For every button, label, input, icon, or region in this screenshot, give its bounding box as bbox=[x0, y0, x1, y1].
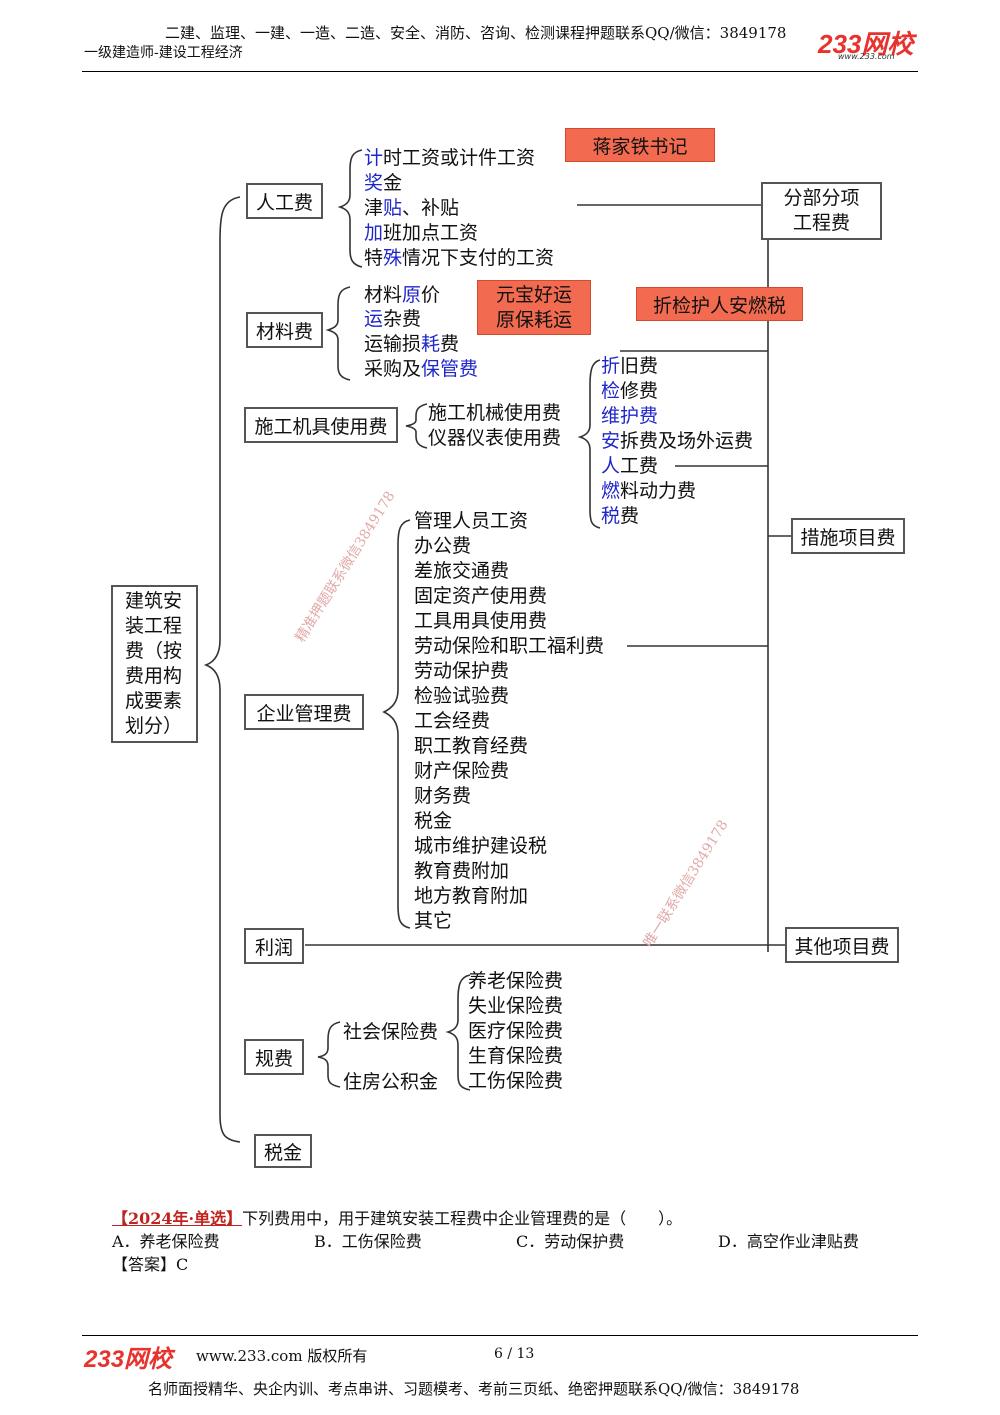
material-item: 运输损耗费 bbox=[364, 333, 460, 355]
category-tax: 税金 bbox=[254, 1134, 312, 1168]
category-material: 材料费 bbox=[246, 312, 323, 348]
machine-sub-item: 安拆费及场外运费 bbox=[601, 430, 754, 452]
machine-sub-item: 税费 bbox=[601, 505, 640, 527]
root-line: 装工程 bbox=[125, 615, 183, 637]
management-item: 城市维护建设税 bbox=[414, 835, 548, 857]
footer-logo: 233网校 bbox=[84, 1346, 173, 1373]
management-item: 其它 bbox=[414, 910, 453, 932]
box-cuoshi: 措施项目费 bbox=[791, 518, 905, 554]
mnemonic-machine: 折检护人安燃税 bbox=[636, 287, 803, 321]
labor-item: 计时工资或计件工资 bbox=[364, 147, 536, 169]
labor-item: 津贴、补贴 bbox=[364, 197, 460, 219]
management-item: 固定资产使用费 bbox=[414, 585, 548, 607]
option-a: A．养老保险费 bbox=[112, 1232, 220, 1251]
header-subtitle: 一级建造师-建设工程经济 bbox=[84, 45, 243, 61]
category-management: 企业管理费 bbox=[244, 694, 364, 730]
root-line: 费（按 bbox=[125, 640, 183, 662]
management-item: 财产保险费 bbox=[414, 760, 510, 782]
management-item: 税金 bbox=[414, 810, 453, 832]
page-number: 6 / 13 bbox=[494, 1346, 535, 1362]
management-item: 差旅交通费 bbox=[414, 560, 510, 582]
answer: 【答案】C bbox=[112, 1255, 189, 1274]
material-item: 运杂费 bbox=[364, 308, 422, 330]
box-fenbu: 分部分项 工程费 bbox=[761, 182, 882, 240]
category-machine: 施工机具使用费 bbox=[244, 407, 398, 443]
box-fenbu-line: 分部分项 bbox=[783, 187, 860, 209]
machine-item: 仪器仪表使用费 bbox=[428, 427, 562, 449]
brand-logo: 233网校 bbox=[818, 29, 914, 59]
question-tag: 【2024年·单选】 bbox=[112, 1209, 243, 1228]
footer-promo: 名师面授精华、央企内训、考点串讲、习题模考、考前三页纸、绝密押题联系QQ/微信：… bbox=[148, 1380, 800, 1398]
box-fenbu-line: 工程费 bbox=[792, 212, 850, 234]
material-item: 材料原价 bbox=[364, 284, 441, 306]
footer-site: www.233.com 版权所有 bbox=[196, 1347, 368, 1365]
management-item: 工会经费 bbox=[414, 710, 491, 732]
root-box: 建筑安 装工程 费（按 费用构 成要素 划分） bbox=[111, 585, 198, 743]
labor-item: 特殊情况下支付的工资 bbox=[364, 247, 555, 269]
footer-rule bbox=[82, 1335, 918, 1336]
machine-sub-item: 人工费 bbox=[601, 455, 659, 477]
management-item: 财务费 bbox=[414, 785, 472, 807]
root-line: 划分） bbox=[125, 715, 183, 737]
brand-url: www.233.com bbox=[838, 52, 895, 61]
header-promo: 二建、监理、一建、一造、二造、安全、消防、咨询、检测课程押题联系QQ/微信：38… bbox=[165, 24, 787, 42]
labor-item: 奖金 bbox=[364, 172, 403, 194]
management-item: 办公费 bbox=[414, 535, 472, 557]
management-item: 教育费附加 bbox=[414, 860, 510, 882]
mnemonic-labor: 蒋家铁书记 bbox=[565, 128, 715, 162]
root-line: 成要素 bbox=[125, 690, 183, 712]
insurance-item: 养老保险费 bbox=[468, 970, 564, 992]
management-item: 工具用具使用费 bbox=[414, 610, 548, 632]
question-stem: 【2024年·单选】下列费用中，用于建筑安装工程费中企业管理费的是（ ）。 bbox=[112, 1209, 683, 1228]
root-line: 建筑安 bbox=[125, 590, 183, 612]
option-c: C．劳动保护费 bbox=[516, 1232, 625, 1251]
management-item: 职工教育经费 bbox=[414, 735, 529, 757]
box-qita: 其他项目费 bbox=[785, 927, 899, 963]
option-d: D．高空作业津贴费 bbox=[718, 1232, 859, 1251]
root-line: 费用构 bbox=[125, 665, 183, 687]
insurance-item: 医疗保险费 bbox=[468, 1020, 564, 1042]
insurance-item: 失业保险费 bbox=[468, 995, 564, 1017]
management-item: 地方教育附加 bbox=[414, 885, 529, 907]
management-item: 管理人员工资 bbox=[414, 510, 529, 532]
category-labor: 人工费 bbox=[246, 183, 323, 219]
management-item: 劳动保护费 bbox=[414, 660, 510, 682]
labor-item: 加班加点工资 bbox=[364, 222, 479, 244]
machine-sub-item: 折旧费 bbox=[601, 355, 659, 377]
category-regulatory: 规费 bbox=[244, 1039, 304, 1075]
machine-sub-item: 检修费 bbox=[601, 380, 659, 402]
management-item: 劳动保险和职工福利费 bbox=[414, 635, 605, 657]
mnemonic-material: 元宝好运 原保耗运 bbox=[477, 280, 591, 335]
machine-sub-item: 维护费 bbox=[601, 405, 659, 427]
option-b: B．工伤保险费 bbox=[314, 1232, 422, 1251]
regulatory-item: 住房公积金 bbox=[343, 1071, 439, 1093]
category-profit: 利润 bbox=[244, 928, 304, 964]
material-item: 采购及保管费 bbox=[364, 358, 479, 380]
machine-sub-item: 燃料动力费 bbox=[601, 480, 697, 502]
insurance-item: 生育保险费 bbox=[468, 1045, 564, 1067]
machine-item: 施工机械使用费 bbox=[428, 402, 562, 424]
management-item: 检验试验费 bbox=[414, 685, 510, 707]
insurance-item: 工伤保险费 bbox=[468, 1070, 564, 1092]
regulatory-item: 社会保险费 bbox=[343, 1021, 439, 1043]
header-rule bbox=[82, 71, 918, 72]
